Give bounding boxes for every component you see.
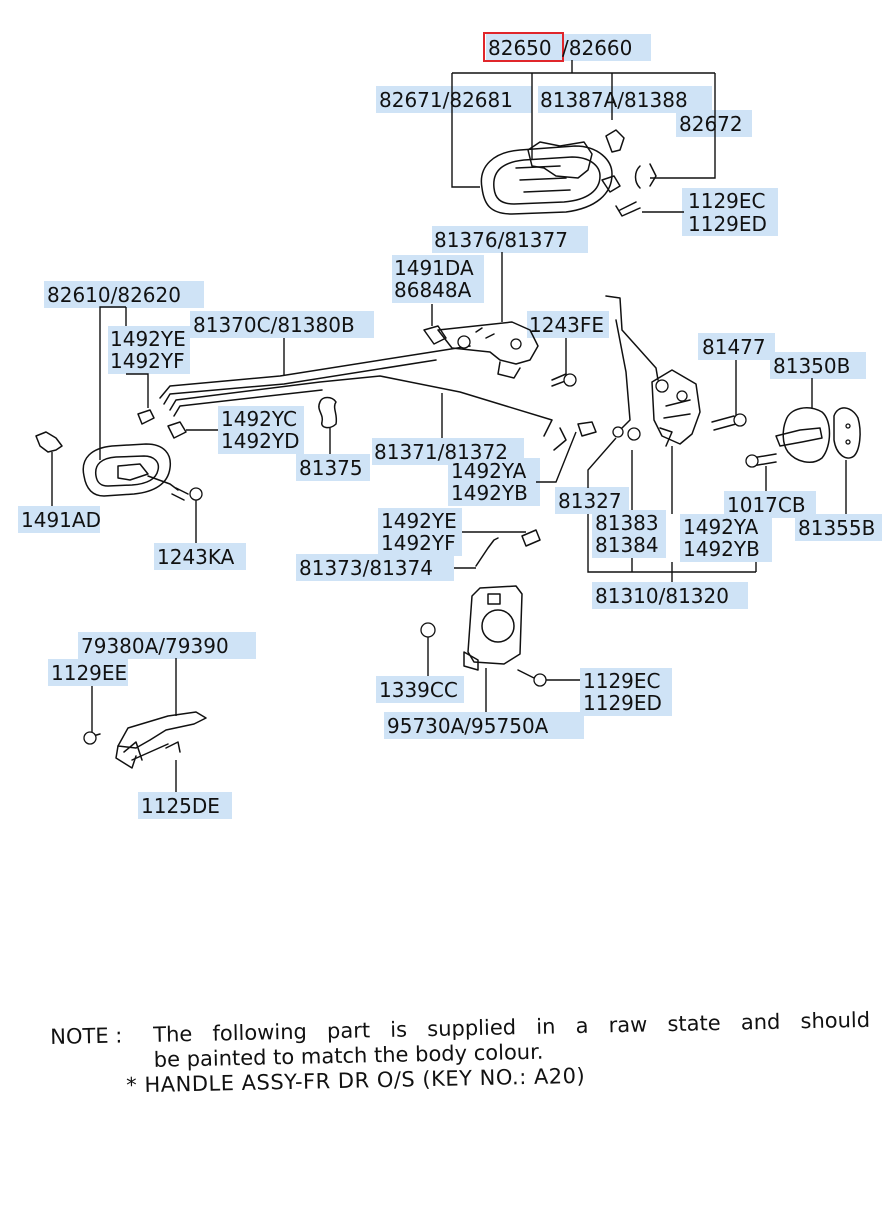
part-number-1129ec-lower[interactable]: 1129EC [583, 669, 661, 693]
remote-handle-drawing[interactable] [35, 431, 179, 497]
part-number-1129ed-top[interactable]: 1129ED [688, 212, 767, 236]
label-highlights [18, 34, 882, 819]
bell-crank-drawing[interactable] [423, 321, 539, 379]
clips-drawing[interactable] [137, 396, 597, 439]
part-number-1125de[interactable]: 1125DE [141, 794, 220, 818]
part-number-1129ed-lower[interactable]: 1129ED [583, 691, 662, 715]
part-number-1492yb-right[interactable]: 1492YB [683, 537, 760, 561]
part-number-81375[interactable]: 81375 [299, 456, 363, 480]
part-number-82671-82681[interactable]: 82671/82681 [379, 88, 513, 112]
part-labels: 82650 /82660 82671/82681 81387A/81388 82… [21, 36, 875, 818]
part-number-1492ya-right[interactable]: 1492YA [683, 515, 759, 539]
part-number-81387a-81388[interactable]: 81387A/81388 [540, 88, 688, 112]
part-number-95730a-95750a[interactable]: 95730A/95750A [387, 714, 549, 738]
part-number-82610-82620[interactable]: 82610/82620 [47, 283, 181, 307]
bolts-drawing[interactable] [83, 373, 777, 753]
lock-rods-drawing[interactable] [159, 345, 567, 451]
part-number-81370c-81380b[interactable]: 81370C/81380B [193, 313, 355, 337]
part-number-1491da[interactable]: 1491DA [394, 256, 474, 280]
door-check-drawing[interactable] [115, 711, 207, 769]
part-number-81383[interactable]: 81383 [595, 511, 659, 535]
part-number-1339cc[interactable]: 1339CC [379, 678, 458, 702]
part-number-81376-81377[interactable]: 81376/81377 [434, 228, 568, 252]
part-number-81350b[interactable]: 81350B [773, 354, 850, 378]
part-number-1492yf-left[interactable]: 1492YF [110, 349, 185, 373]
part-number-1243fe[interactable]: 1243FE [529, 313, 604, 337]
part-number-1243ka[interactable]: 1243KA [157, 545, 235, 569]
selected-part-box [483, 32, 564, 62]
part-number-1492ya-center[interactable]: 1492YA [451, 459, 527, 483]
part-number-82650[interactable]: 82650 [488, 36, 552, 60]
part-number-81373-81374[interactable]: 81373/81374 [299, 556, 433, 580]
striker-drawing[interactable] [775, 407, 861, 464]
part-number-81371-81372[interactable]: 81371/81372 [374, 440, 508, 464]
part-number-1492yf-lower[interactable]: 1492YF [381, 531, 456, 555]
part-number-82660[interactable]: /82660 [562, 36, 632, 60]
part-number-81477[interactable]: 81477 [702, 335, 766, 359]
part-number-1129ee[interactable]: 1129EE [51, 661, 127, 685]
part-number-86848a[interactable]: 86848A [394, 278, 472, 302]
note-heading: NOTE : [50, 1023, 123, 1049]
part-number-1491ad[interactable]: 1491AD [21, 508, 101, 532]
part-number-1492yc[interactable]: 1492YC [221, 407, 297, 431]
part-number-82672[interactable]: 82672 [679, 112, 743, 136]
part-number-81355b[interactable]: 81355B [798, 516, 875, 540]
actuator-drawing[interactable] [420, 529, 541, 671]
inner-handle-drawing[interactable] [480, 129, 657, 217]
part-number-1492ye-lower[interactable]: 1492YE [381, 509, 457, 533]
part-number-1492yd[interactable]: 1492YD [221, 429, 300, 453]
leader-lines [51, 60, 847, 792]
part-number-1492yb-center[interactable]: 1492YB [451, 481, 528, 505]
part-number-81310-81320[interactable]: 81310/81320 [595, 584, 729, 608]
part-number-1017cb[interactable]: 1017CB [727, 493, 806, 517]
part-number-1129ec-top[interactable]: 1129EC [688, 189, 766, 213]
part-number-81384[interactable]: 81384 [595, 533, 659, 557]
part-number-1492ye-left[interactable]: 1492YE [110, 327, 186, 351]
door-latch-drawing[interactable] [605, 295, 701, 447]
part-number-81327[interactable]: 81327 [558, 489, 622, 513]
part-number-79380a-79390[interactable]: 79380A/79390 [81, 634, 229, 658]
